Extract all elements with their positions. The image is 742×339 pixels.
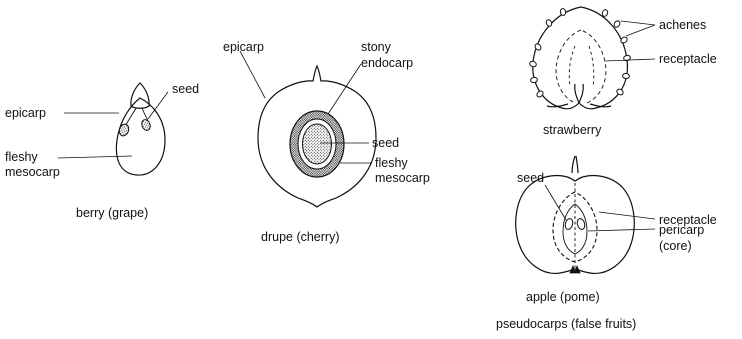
grape-label-mesocarp: mesocarp xyxy=(5,165,60,179)
apple-figure: seed receptacle pericarp (core) apple (p… xyxy=(516,156,717,304)
cherry-seed xyxy=(303,124,332,164)
grape-seed-right xyxy=(140,118,151,131)
apple-label-core: (core) xyxy=(659,239,692,253)
strawberry-achenes xyxy=(529,8,631,98)
strawberry-receptacle xyxy=(556,30,606,103)
grape-seed-left xyxy=(118,123,131,137)
grape-outline xyxy=(116,98,165,175)
grape-caption: berry (grape) xyxy=(76,206,148,220)
strawberry-figure: achenes receptacle strawberry xyxy=(529,7,717,137)
strawberry-label-receptacle: receptacle xyxy=(659,52,717,66)
cherry-figure: epicarp stony endocarp seed fleshy mesoc… xyxy=(223,40,430,244)
apple-caption: apple (pome) xyxy=(526,290,600,304)
strawberry-caption: strawberry xyxy=(543,123,602,137)
cherry-label-endocarp: endocarp xyxy=(361,56,413,70)
cherry-label-epicarp: epicarp xyxy=(223,40,264,54)
apple-label-seed: seed xyxy=(517,171,544,185)
cherry-caption: drupe (cherry) xyxy=(261,230,340,244)
cherry-label-mesocarp: mesocarp xyxy=(375,171,430,185)
cherry-label-stony: stony xyxy=(361,40,392,54)
apple-label-pericarp: pericarp xyxy=(659,223,704,237)
cherry-label-fleshy: fleshy xyxy=(375,156,408,170)
grape-figure: epicarp seed fleshy mesocarp berry (grap… xyxy=(5,82,199,220)
cherry-label-seed: seed xyxy=(372,136,399,150)
apple-seed-right xyxy=(576,218,586,230)
grape-label-seed: seed xyxy=(172,82,199,96)
grape-label-epicarp: epicarp xyxy=(5,106,46,120)
strawberry-label-achenes: achenes xyxy=(659,18,706,32)
pseudocarps-caption: pseudocarps (false fruits) xyxy=(496,317,636,331)
grape-label-fleshy: fleshy xyxy=(5,150,38,164)
